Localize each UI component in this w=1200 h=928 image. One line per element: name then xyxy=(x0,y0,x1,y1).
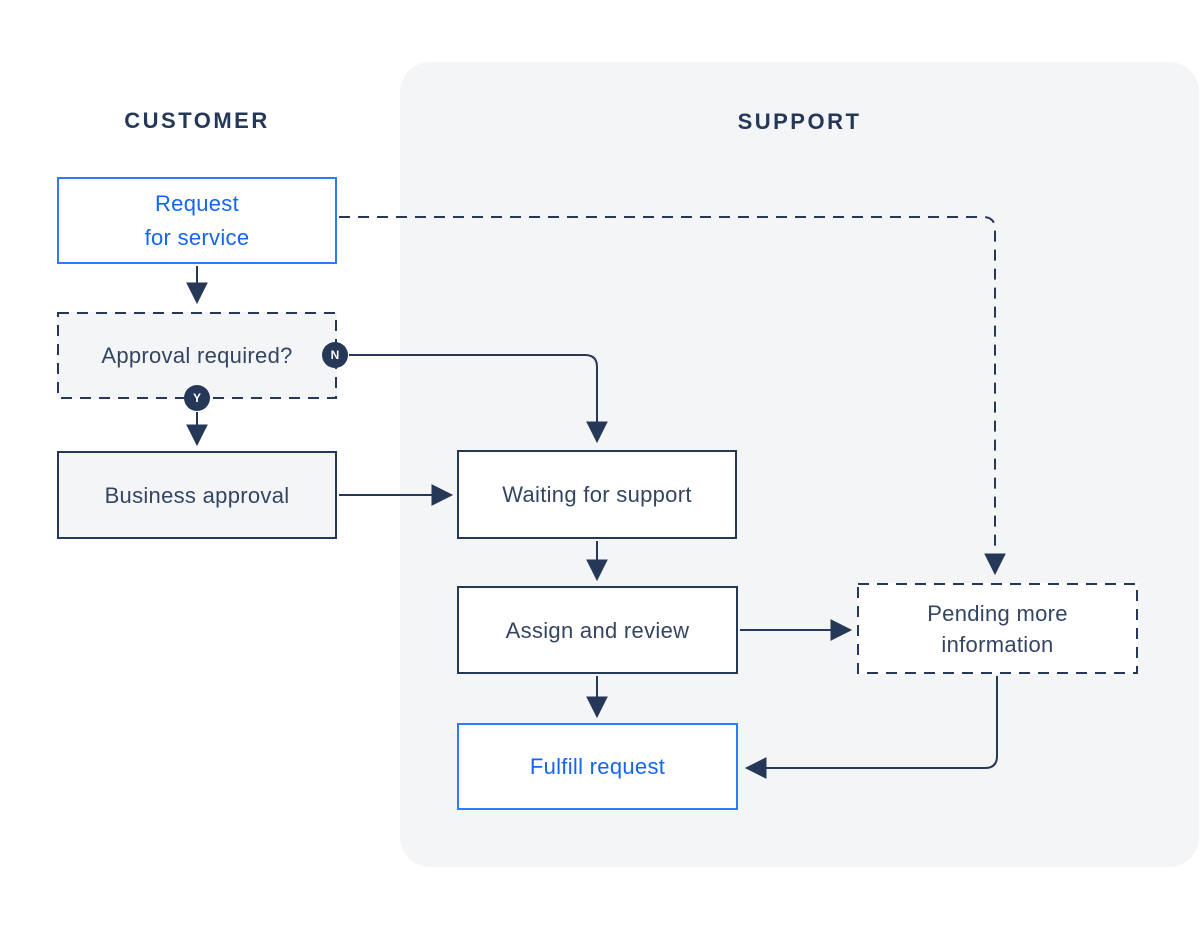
node-request-for-service-label-line2: for service xyxy=(144,224,250,250)
node-pending-more-information: Pending more information xyxy=(857,583,1138,674)
node-fulfill-request-label: Fulfill request xyxy=(529,754,666,779)
node-waiting-for-support: Waiting for support xyxy=(457,450,737,539)
node-pending-more-information-label-line2: information xyxy=(941,631,1054,657)
lane-title-support: SUPPORT xyxy=(737,109,862,134)
node-business-approval-label: Business approval xyxy=(104,482,290,508)
lane-title-customer: CUSTOMER xyxy=(124,108,270,133)
node-request-for-service: Request for service xyxy=(57,177,337,264)
node-business-approval: Business approval xyxy=(57,451,337,539)
node-request-for-service-label-line1: Request xyxy=(154,190,240,216)
node-waiting-for-support-label: Waiting for support xyxy=(502,482,692,507)
decision-badge-no: N xyxy=(322,342,348,368)
node-assign-and-review: Assign and review xyxy=(457,586,738,674)
node-assign-and-review-label: Assign and review xyxy=(505,617,690,643)
node-pending-more-information-label-line1: Pending more xyxy=(927,600,1068,626)
decision-badge-yes: Y xyxy=(184,385,210,411)
node-approval-required-label: Approval required? xyxy=(101,343,293,368)
node-fulfill-request: Fulfill request xyxy=(457,723,738,810)
